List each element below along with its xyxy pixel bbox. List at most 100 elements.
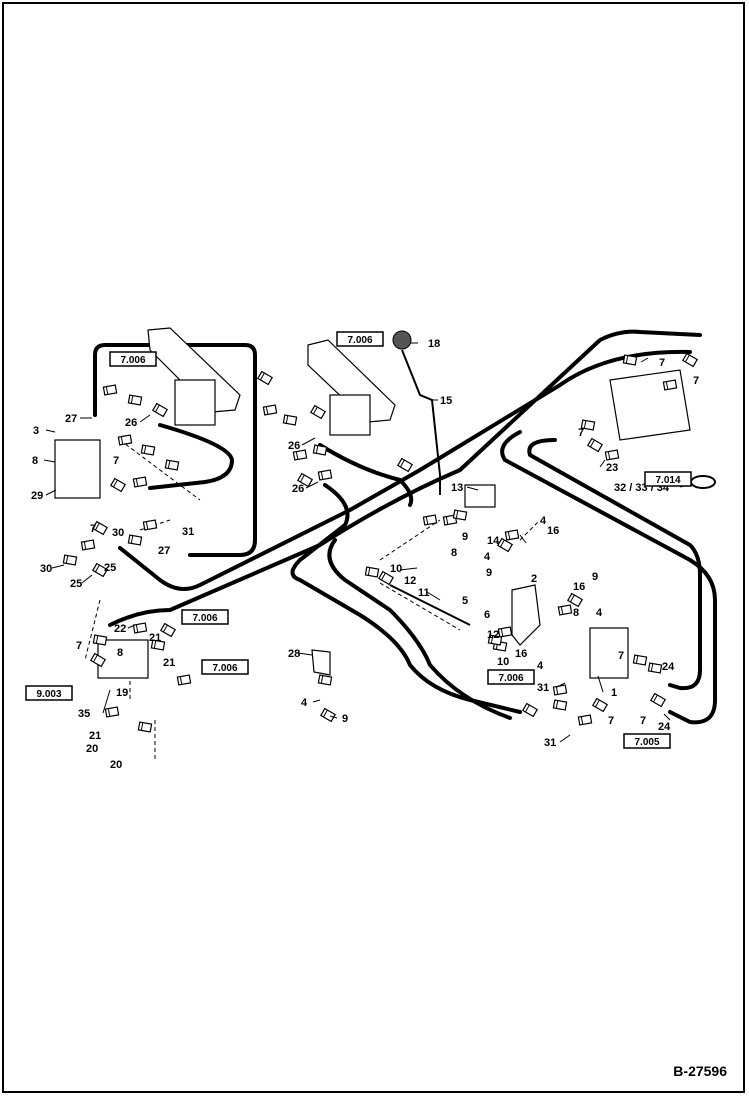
fitting xyxy=(452,509,468,521)
part-number-p35: 35 xyxy=(78,708,90,720)
ref-box-r4: 7.006 xyxy=(181,609,229,625)
fitting xyxy=(377,570,395,586)
hose-right-loop xyxy=(500,430,717,725)
leader-line xyxy=(399,567,418,571)
part-number-p9b: 9 xyxy=(486,567,492,579)
part-number-p7g: 7 xyxy=(608,715,614,727)
valve-1 xyxy=(589,627,629,679)
part-number-p26a: 26 xyxy=(125,417,137,429)
part-number-p6: 6 xyxy=(484,609,490,621)
part-number-p1: 1 xyxy=(611,687,617,699)
part-number-p24b: 24 xyxy=(658,721,671,733)
part-number-p2: 2 xyxy=(531,573,537,585)
part-number-p12b: 12 xyxy=(487,629,499,641)
plate-2 xyxy=(511,584,541,646)
part-number-p7f: 7 xyxy=(618,650,624,662)
fitting xyxy=(132,476,148,488)
hose-mid-cross xyxy=(290,483,522,714)
fitting xyxy=(109,477,127,493)
leader-line xyxy=(599,459,606,468)
part-number-p8c: 8 xyxy=(573,607,579,619)
part-number-p9d: 9 xyxy=(342,713,348,725)
part-number-p26c: 26 xyxy=(292,483,304,495)
hose-upper-to-valve xyxy=(318,443,414,507)
fitting xyxy=(127,394,143,406)
leader-line xyxy=(466,486,479,491)
part-number-p4c: 4 xyxy=(596,607,603,619)
fitting xyxy=(92,634,108,646)
fitting xyxy=(647,662,663,674)
leader-line xyxy=(663,713,671,721)
part-number-p7c: 7 xyxy=(659,357,665,369)
leader-line xyxy=(519,534,527,544)
part-number-p21a: 21 xyxy=(149,632,161,644)
ref-box-r3: 7.014 xyxy=(644,471,692,487)
fitting xyxy=(591,697,609,713)
ref-box-r6: 9.003 xyxy=(25,685,73,701)
part-number-p8a: 8 xyxy=(32,455,38,467)
ref-box-label: 9.003 xyxy=(36,689,61,700)
pedal-assemblies xyxy=(54,327,691,679)
part-number-p21b: 21 xyxy=(163,657,175,669)
leader-line xyxy=(139,414,151,423)
part-number-p4e: 4 xyxy=(301,697,308,709)
part-number-p9a: 9 xyxy=(462,531,468,543)
fitting xyxy=(566,592,584,608)
part-number-p4a: 4 xyxy=(540,515,547,527)
fitting xyxy=(262,404,278,416)
fitting xyxy=(604,449,620,461)
fitting xyxy=(62,554,78,566)
fitting xyxy=(552,684,568,696)
part-number-p7i: 7 xyxy=(76,640,82,652)
part-number-p31b: 31 xyxy=(537,682,549,694)
part-number-p19: 19 xyxy=(116,687,128,699)
leader-line xyxy=(312,699,321,703)
leader-line xyxy=(45,429,56,433)
leader-line xyxy=(81,574,93,584)
ref-box-r2: 7.006 xyxy=(336,331,384,347)
ref-box-label: 7.006 xyxy=(120,355,145,366)
hose-right-loop-inner xyxy=(527,438,702,691)
part-number-p10a: 10 xyxy=(390,563,402,575)
fitting xyxy=(422,514,438,526)
hose-lower-cross xyxy=(327,538,512,720)
part-number-p12a: 12 xyxy=(404,575,416,587)
fitting xyxy=(296,472,314,488)
lever-15 xyxy=(401,349,441,495)
leader-line xyxy=(426,591,441,601)
leader-line xyxy=(329,715,338,719)
leader-line xyxy=(297,652,313,656)
fitting xyxy=(577,714,593,726)
drawing-code: B-27596 xyxy=(673,1063,727,1079)
part-number-p15: 15 xyxy=(440,395,452,407)
bracket-29 xyxy=(54,439,101,499)
leader-line xyxy=(45,489,57,496)
hose-ring-32 xyxy=(690,475,716,489)
part-number-p20a: 20 xyxy=(86,743,98,755)
part-number-p26b: 26 xyxy=(288,440,300,452)
fitting xyxy=(91,520,109,536)
fitting xyxy=(312,444,328,456)
part-number-p8d: 8 xyxy=(117,647,123,659)
rod-11 xyxy=(389,584,471,626)
fitting xyxy=(557,604,573,616)
part-number-p7h: 7 xyxy=(640,715,646,727)
fitting xyxy=(164,459,180,471)
ref-box-r5: 7.006 xyxy=(201,659,249,675)
part-number-p27b: 27 xyxy=(158,545,170,557)
part-number-p22: 22 xyxy=(114,623,126,635)
fitting xyxy=(176,674,192,686)
callout-leaders xyxy=(43,342,693,743)
part-number-p4d: 4 xyxy=(537,660,544,672)
fitting xyxy=(504,529,520,541)
leader-line xyxy=(43,459,56,463)
leader-line xyxy=(51,564,65,569)
valve-block-19 xyxy=(97,639,149,679)
leader-line xyxy=(597,675,604,693)
fitting xyxy=(117,434,133,446)
part-number-p16a: 16 xyxy=(547,525,559,537)
leader-line xyxy=(301,437,316,446)
part-number-p3: 3 xyxy=(33,425,39,437)
ref-box-label: 7.006 xyxy=(498,673,523,684)
fitting xyxy=(649,692,667,708)
